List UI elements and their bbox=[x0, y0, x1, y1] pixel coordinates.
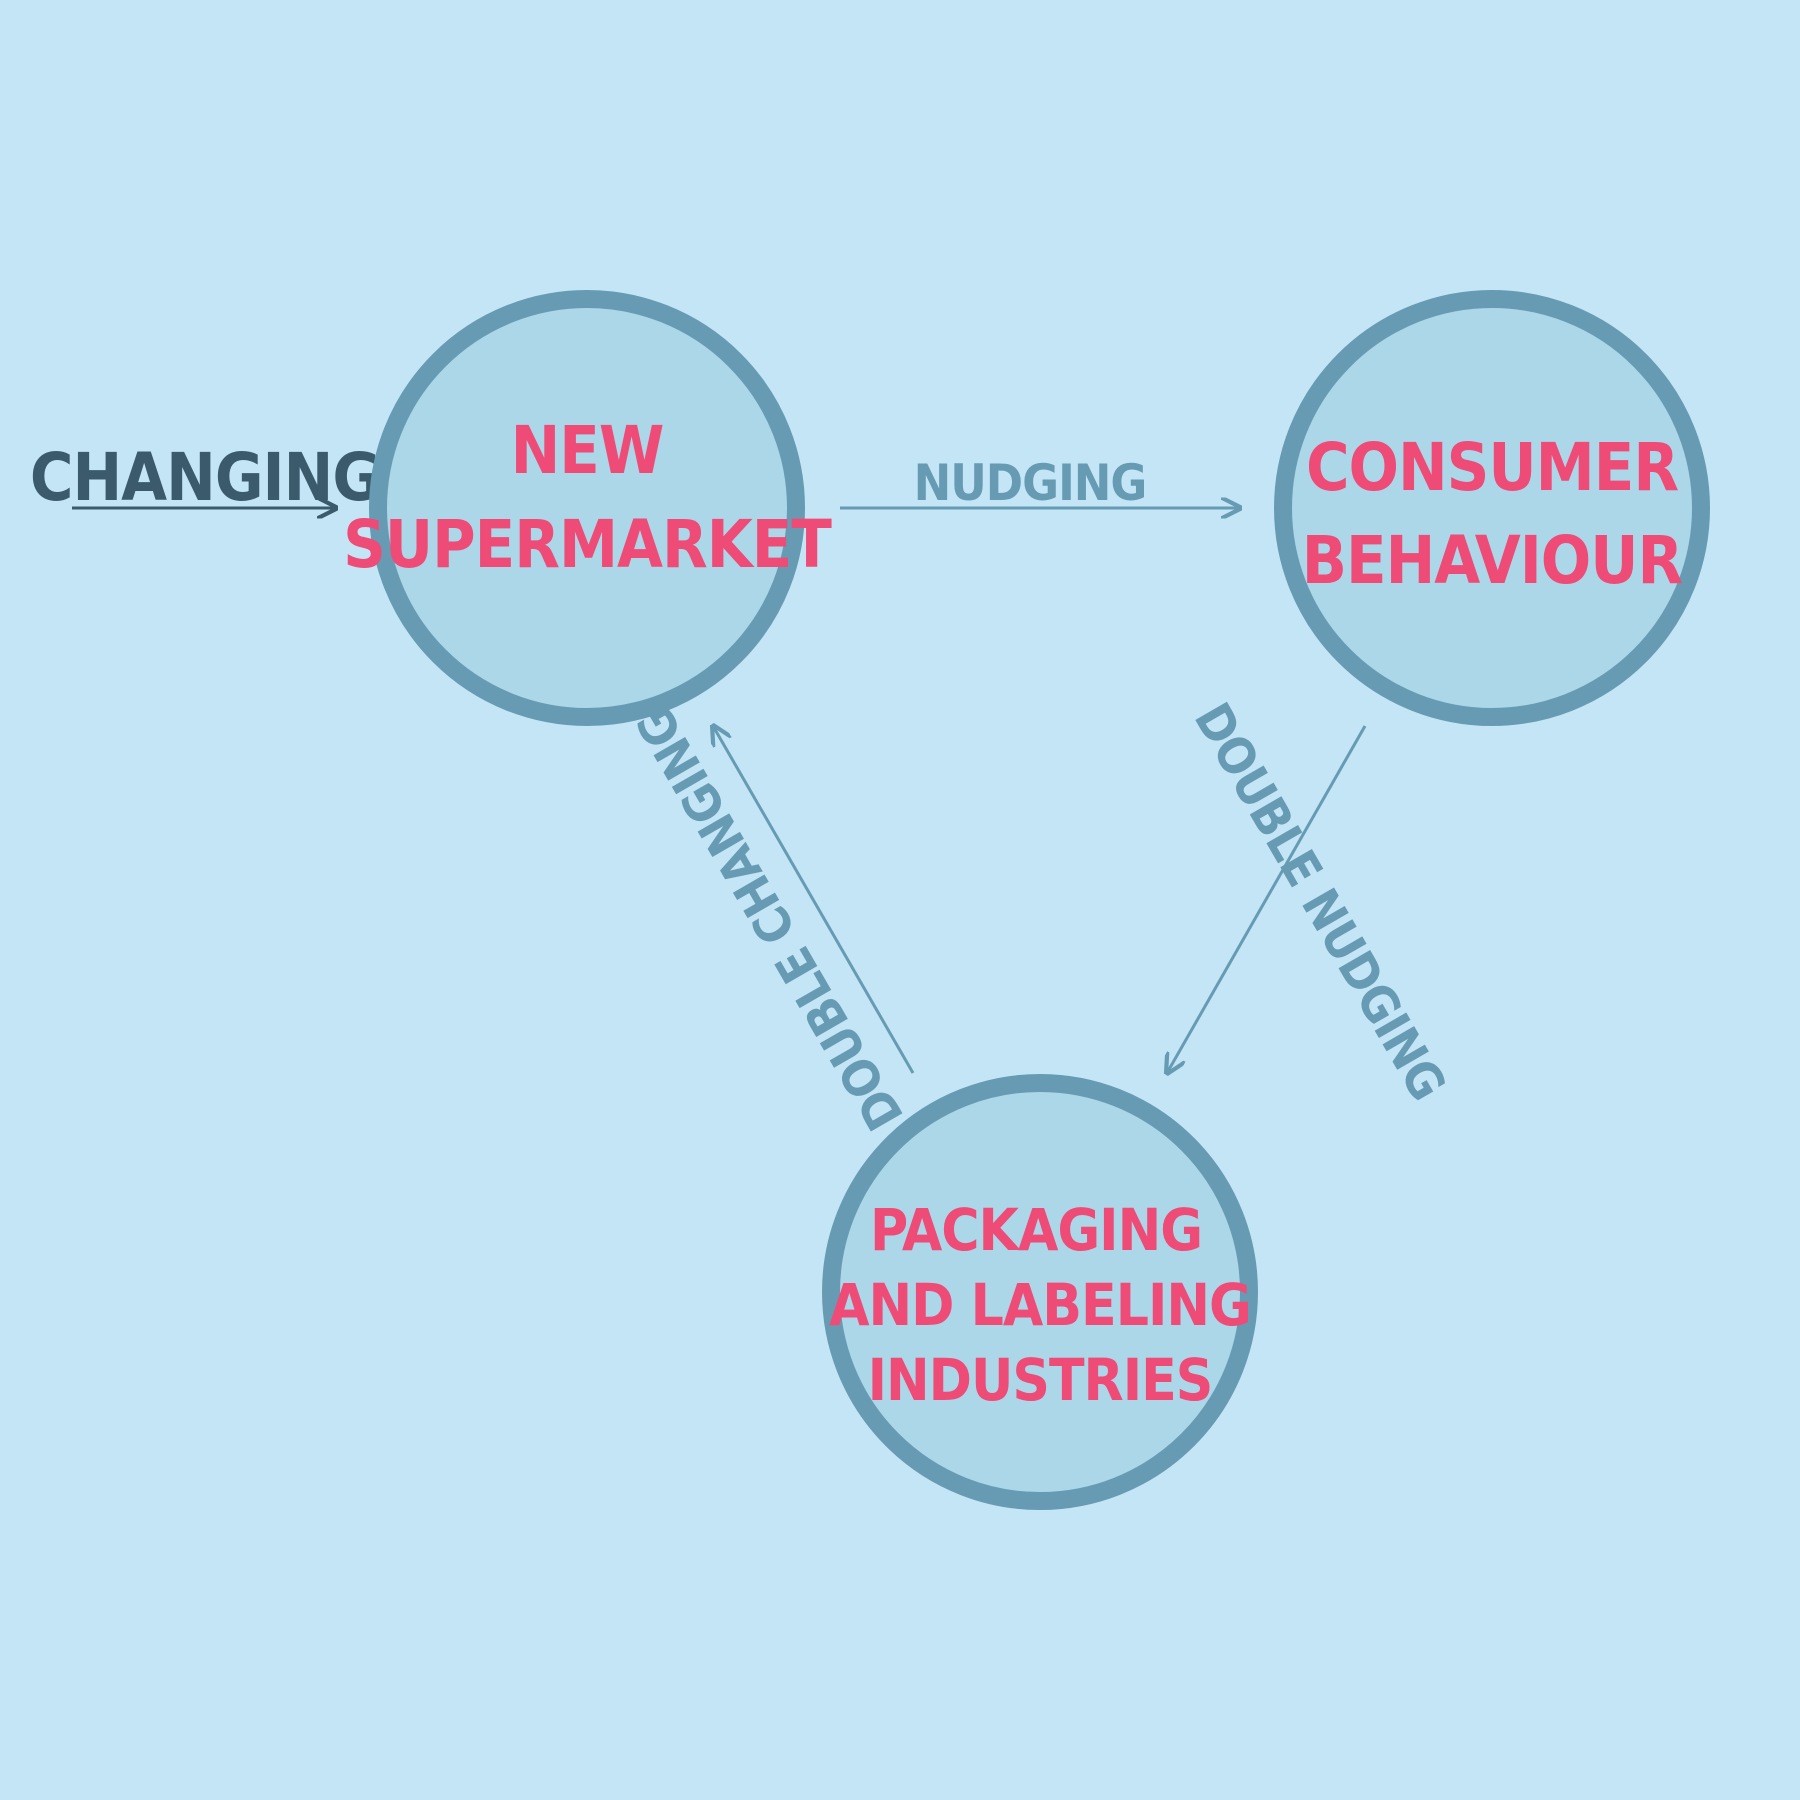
node-packaging-line-1: PACKAGING bbox=[870, 1196, 1202, 1264]
nudging-label: NUDGING bbox=[914, 454, 1147, 512]
node-new-supermarket: NEW SUPERMARKET bbox=[343, 290, 833, 726]
edge-nudging: NUDGING bbox=[840, 454, 1240, 512]
node-consumer-line-1: CONSUMER bbox=[1306, 429, 1678, 506]
node-supermarket-circle bbox=[369, 290, 805, 726]
node-packaging-industries: PACKAGING AND LABELING INDUSTRIES bbox=[822, 1074, 1258, 1510]
edge-changing: CHANGING bbox=[30, 439, 381, 516]
node-supermarket-line-1: NEW bbox=[511, 412, 664, 489]
node-consumer-behaviour: CONSUMER BEHAVIOUR bbox=[1274, 290, 1710, 726]
double-changing-label: DOUBLE CHANGING bbox=[626, 697, 915, 1140]
node-supermarket-line-2: SUPERMARKET bbox=[343, 506, 832, 583]
double-nudging-arrow bbox=[1167, 725, 1367, 1073]
node-consumer-circle bbox=[1274, 290, 1710, 726]
changing-label: CHANGING bbox=[30, 439, 380, 516]
node-packaging-line-2: AND LABELING bbox=[829, 1271, 1251, 1339]
node-packaging-circle bbox=[822, 1074, 1258, 1510]
edge-double-changing: DOUBLE CHANGING bbox=[626, 697, 915, 1140]
double-nudging-label: DOUBLE NUDGING bbox=[1183, 693, 1457, 1109]
node-packaging-line-3: INDUSTRIES bbox=[868, 1346, 1213, 1414]
edge-double-nudging: DOUBLE NUDGING bbox=[1167, 693, 1457, 1110]
node-consumer-line-2: BEHAVIOUR bbox=[1302, 522, 1683, 599]
double-changing-arrow bbox=[713, 726, 915, 1074]
